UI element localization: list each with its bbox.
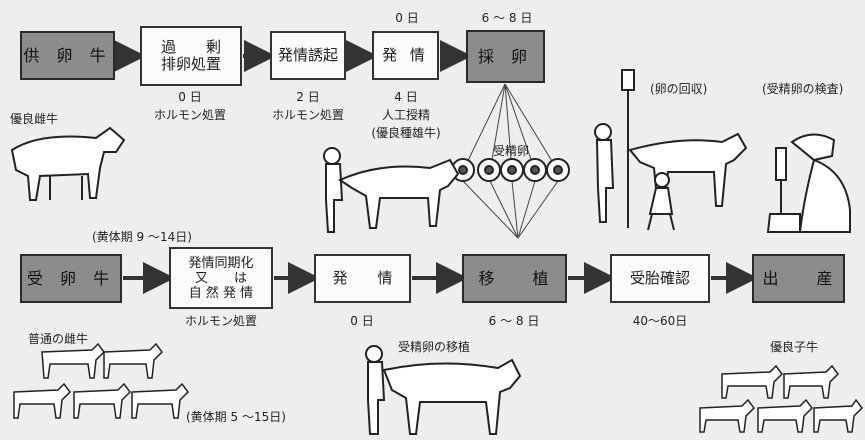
estrus-sync-line1: 発情同期化 [188,255,254,271]
estrus-box-row1-label: 発 情 [382,46,429,64]
calves-icon [699,364,863,433]
transfer-day: 6 ～ 8 日 [488,314,540,328]
luteal-phase-bottom: (黄体期 5 ～15日) [186,410,286,424]
insemination-scene-icon [323,147,460,233]
estrus-sync-box: 発情同期化 又 は 自 然 発 情 [169,247,273,309]
recipient-cow-box-label: 受 卵 牛 [26,269,116,288]
transfer-scene-icon [365,345,522,435]
embryo-label: 受精卵 [492,144,530,158]
sire-label: (優良種雄牛) [371,126,441,140]
birth-box-label: 出 産 [762,269,835,288]
recipient-cows-icon [13,342,189,419]
donor-caption: 優良雌牛 [10,112,59,126]
collection-day-above: 6 ～ 8 日 [481,11,533,25]
estrus-induction-box-label: 発情誘起 [277,46,338,64]
embryo-icon [546,158,570,182]
embryo-icon [523,158,547,182]
egg-collection-box: 採 卵 [466,30,545,83]
donor-cow-box: 供 卵 牛 [20,31,115,80]
embryo-icon [500,158,524,182]
recipient-cow-box: 受 卵 牛 [20,254,122,303]
transfer-box: 移 植 [462,254,567,303]
pregnancy-confirm-box-label: 受胎確認 [629,269,690,287]
superovulation-line1: 過 剰 [160,38,221,56]
embryo-fan-lines [462,83,559,239]
superovulation-line2: 排卵処置 [160,55,221,73]
estrus-induction-box: 発情誘起 [270,31,346,80]
pregnancy-confirm-box: 受胎確認 [610,254,710,303]
estrus-box-row2: 発 情 [314,254,411,303]
transfer-box-label: 移 植 [478,269,551,288]
insemination-label: 人工授精 [381,108,431,122]
superovulation-day: 0 日 [178,90,202,104]
estrus-sync-line2: 又 は [194,270,247,286]
row2-estrus-day: 0 日 [350,314,374,328]
induction-note: ホルモン処置 [271,108,345,122]
inspection-caption: (受精卵の検査) [762,82,844,96]
induction-day: 2 日 [296,90,320,104]
donor-cow-box-label: 供 卵 牛 [23,46,112,65]
egg-collection-box-label: 採 卵 [477,47,534,66]
luteal-phase-top: (黄体期 9 ～14日) [92,230,192,244]
sync-note: ホルモン処置 [184,314,258,328]
donor-cow-icon [10,126,126,201]
embryo-icon [477,158,501,182]
recovery-caption: (卵の回収) [650,82,708,96]
estrus-day-below: 4 日 [394,90,418,104]
transfer-caption: 受精卵の移植 [398,340,471,354]
recipient-caption: 普通の雌牛 [28,332,89,346]
birth-box: 出 産 [752,254,845,303]
calf-caption: 優良子牛 [770,340,819,354]
superovulation-note: ホルモン処置 [153,108,227,122]
estrus-box-row2-label: 発 情 [332,269,393,287]
estrus-box-row1: 発 情 [372,31,439,80]
estrus-sync-line3: 自 然 発 情 [188,285,254,301]
embryo-icons [451,158,570,182]
confirm-day: 40～60日 [632,314,688,328]
collection-scene-icon [594,69,748,231]
superovulation-box: 過 剰 排卵処置 [140,26,242,86]
estrus-day-above: 0 日 [395,11,419,25]
microscope-scene-icon [766,133,851,233]
